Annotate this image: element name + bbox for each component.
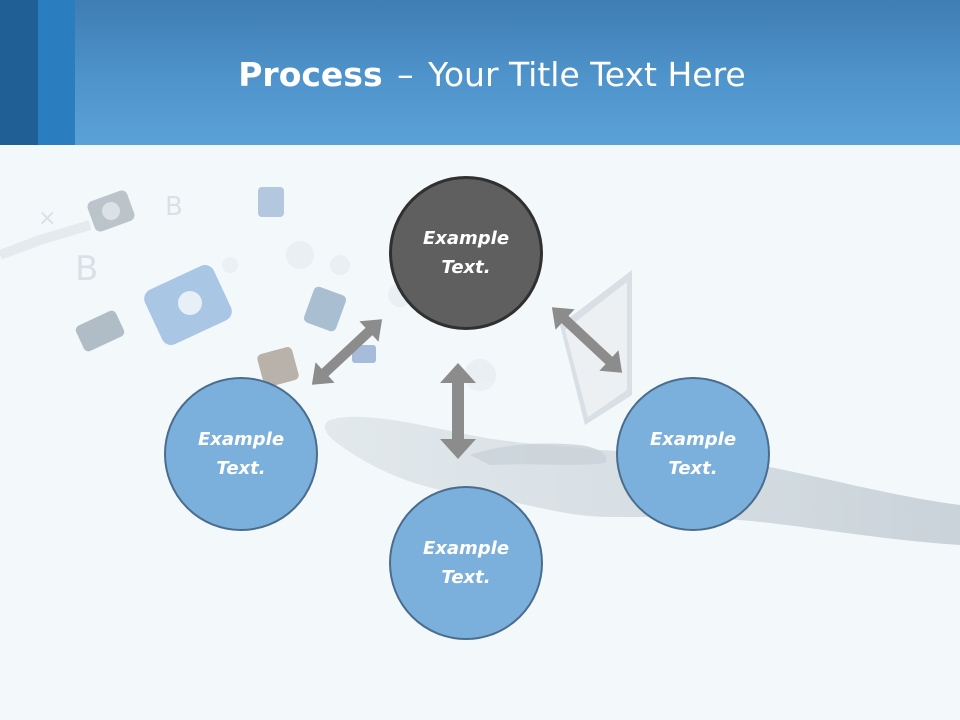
node-label-line1: Example [197, 429, 285, 450]
svg-text:B: B [75, 249, 98, 289]
svg-text:×: × [38, 206, 56, 231]
node-label-line1: Example [422, 538, 510, 559]
accent-stripe-dark [0, 0, 38, 145]
node-label-line2: Text. [216, 458, 266, 479]
title-bold: Process [238, 55, 383, 94]
title-separator: – [397, 55, 414, 94]
process-node-center[interactable]: Example Text. [389, 176, 543, 330]
process-node-left[interactable]: Example Text. [164, 377, 318, 531]
node-label-line2: Text. [441, 257, 491, 278]
svg-text:B: B [165, 192, 183, 222]
node-label-line2: Text. [668, 458, 718, 479]
slide-title[interactable]: Process – Your Title Text Here [0, 52, 960, 98]
process-node-right[interactable]: Example Text. [616, 377, 770, 531]
node-label-line1: Example [422, 228, 510, 249]
title-rest: Your Title Text Here [428, 55, 746, 94]
process-node-bottom[interactable]: Example Text. [389, 486, 543, 640]
node-label-line1: Example [649, 429, 737, 450]
title-bar: Process – Your Title Text Here [0, 0, 960, 145]
accent-stripe-light [38, 0, 75, 145]
node-label-line2: Text. [441, 567, 491, 588]
